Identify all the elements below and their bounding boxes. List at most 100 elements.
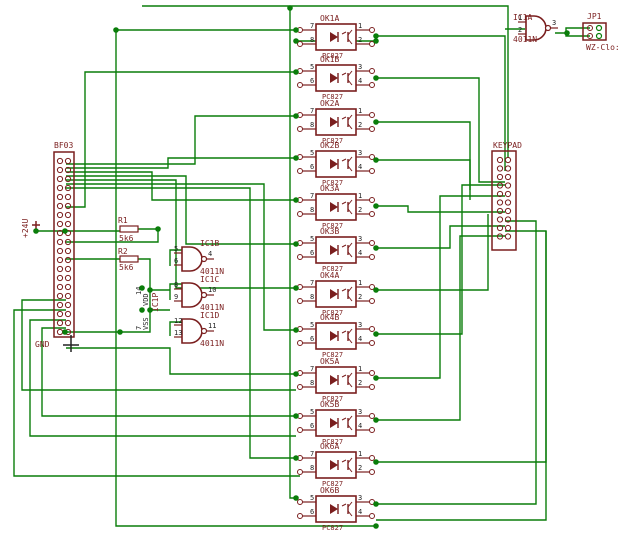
pin-number: 8 <box>310 206 314 214</box>
wire-18 <box>376 184 505 335</box>
wire-22 <box>376 220 537 505</box>
jp1-label: JP1 <box>587 12 602 21</box>
r1-name: R1 <box>118 216 128 225</box>
pin-number: 5 <box>310 63 314 71</box>
pin-number: 10 <box>208 286 216 294</box>
pin-number: 8 <box>310 293 314 301</box>
pin-number: 1 <box>358 22 362 30</box>
gate-type: 4011N <box>200 339 224 348</box>
wire-2 <box>66 115 296 165</box>
pin-number: 13 <box>174 329 182 337</box>
optocoupler-package: PC827 <box>322 137 343 145</box>
junction-dot <box>293 197 299 203</box>
pin-number: 4 <box>358 163 362 171</box>
pin-number: 4 <box>358 335 362 343</box>
pin-number: 3 <box>358 235 362 243</box>
pin-number: 4 <box>358 249 362 257</box>
junction-layer <box>33 5 570 529</box>
pin-number: 4 <box>208 250 212 258</box>
junction-dot <box>373 33 379 39</box>
junction-dot <box>373 245 379 251</box>
optocoupler-name: OK1B <box>320 55 339 64</box>
pin-number: 1 <box>358 192 362 200</box>
pin-number: 6 <box>310 422 314 430</box>
junction-dot <box>373 75 379 81</box>
pin-number: 1 <box>358 365 362 373</box>
junction-dot <box>293 38 299 44</box>
pin-number: 6 <box>310 335 314 343</box>
optocoupler-package: PC827 <box>322 309 343 317</box>
junction-dot <box>62 329 68 335</box>
pin-number: 4 <box>358 77 362 85</box>
pin-number: 1 <box>518 14 522 22</box>
optocoupler-name: OK6A <box>320 442 339 451</box>
pin-number: 6 <box>310 249 314 257</box>
pin-number: 7 <box>310 22 314 30</box>
optocoupler-package: PC827 <box>322 265 343 273</box>
junction-dot <box>373 523 379 529</box>
bf03-connector[interactable]: BF03 <box>53 141 75 338</box>
wire-38 <box>289 8 296 499</box>
optocoupler-name: OK5B <box>320 400 339 409</box>
wire-15 <box>376 205 505 213</box>
junction-dot <box>147 287 153 293</box>
resistor-r2[interactable]: R2 5k6 <box>118 247 139 272</box>
pin-number: 2 <box>358 121 362 129</box>
optocoupler-name: OK5A <box>320 357 339 366</box>
optocoupler-name: OK3A <box>320 184 339 193</box>
junction-dot <box>293 241 299 247</box>
junction-dot <box>117 329 123 335</box>
pin-number: 8 <box>174 281 178 289</box>
junction-dot <box>293 455 299 461</box>
pin-number: 2 <box>518 26 522 34</box>
pin-number: 8 <box>310 464 314 472</box>
wire-8 <box>66 347 296 375</box>
optocoupler-name: OK4B <box>320 313 339 322</box>
pin-number: 5 <box>310 408 314 416</box>
junction-dot <box>373 501 379 507</box>
pin-number: 3 <box>358 321 362 329</box>
junction-dot <box>373 375 379 381</box>
optocoupler-package: PC827 <box>322 438 343 446</box>
vdd-pin-number: 14 <box>135 287 143 295</box>
junction-dot <box>373 203 379 209</box>
wire-4 <box>66 171 296 201</box>
wire-1 <box>66 71 296 208</box>
jp1-connector[interactable]: JP1 WZ-Clo: <box>582 12 619 52</box>
keypad-connector[interactable]: KEYPAD <box>491 141 522 251</box>
resistor-r1[interactable]: R1 5k6 <box>118 216 139 243</box>
wire-39 <box>21 299 296 391</box>
gnd-label: GND <box>35 340 50 349</box>
junction-dot <box>373 287 379 293</box>
pin-number: 4 <box>358 508 362 516</box>
wire-30 <box>138 258 151 290</box>
wire-16 <box>376 225 505 249</box>
r2-name: R2 <box>118 247 128 256</box>
junction-dot <box>564 30 570 36</box>
junction-dot <box>287 5 293 11</box>
wire-35 <box>169 249 182 266</box>
r1-value: 5k6 <box>119 234 134 243</box>
junction-dot <box>139 307 145 313</box>
pin-number: 2 <box>358 36 362 44</box>
pin-number: 3 <box>552 19 556 27</box>
gate-name: IC1B <box>200 239 219 248</box>
pin-number: 8 <box>310 121 314 129</box>
